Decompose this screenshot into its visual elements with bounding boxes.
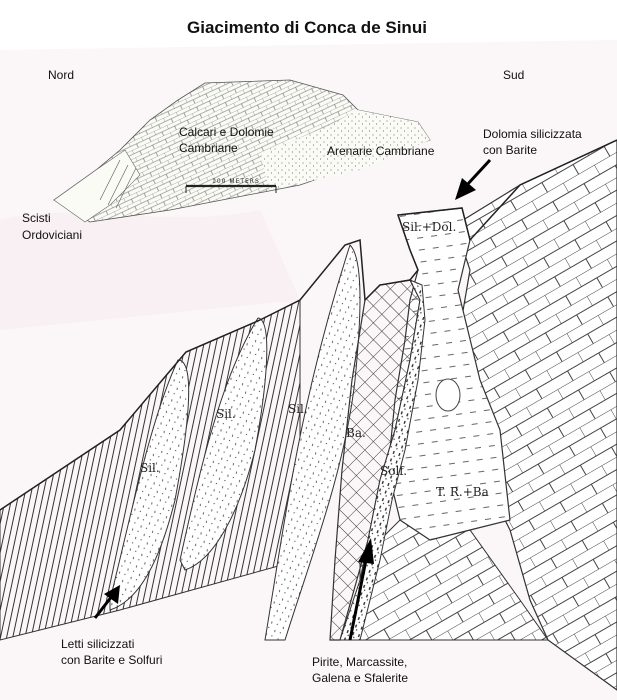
- label-sil-2: Sil.: [216, 407, 236, 421]
- label-sil-3: Sil.: [288, 402, 308, 416]
- north-label: Nord: [48, 68, 74, 83]
- south-label: Sud: [503, 68, 524, 83]
- label-solf: Solf.: [380, 464, 407, 478]
- schist-label-line2: Ordoviciani: [22, 228, 82, 243]
- callout-bottom-right-line2: Galena e Sfalerite: [312, 671, 408, 686]
- inset-unit2-label: Arenarie Cambriane: [327, 144, 434, 159]
- callout-top-right-line2: con Barite: [483, 143, 537, 158]
- schist-label-line1: Scisti: [22, 211, 51, 226]
- label-sil-dol: Sil.+Dol.: [402, 220, 456, 234]
- callout-bottom-left-line1: Letti silicizzati: [61, 637, 134, 652]
- diagram-title: Giacimento di Conca de Sinui: [187, 18, 427, 38]
- callout-bottom-left-line2: con Barite e Solfuri: [61, 653, 162, 668]
- callout-bottom-right-line1: Pirite, Marcassite,: [312, 655, 407, 670]
- scale-label: 100 METERS: [212, 178, 260, 185]
- inset-unit1-label-line1: Calcari e Dolomie: [179, 125, 274, 140]
- label-sil-1: Sil.: [140, 461, 160, 475]
- label-tr-ba: T. R.+Ba: [436, 485, 489, 499]
- callout-top-right-line1: Dolomia silicizzata: [483, 127, 582, 142]
- inset-unit1-label-line2: Cambriane: [179, 141, 238, 156]
- label-ba: Ba.: [346, 426, 366, 440]
